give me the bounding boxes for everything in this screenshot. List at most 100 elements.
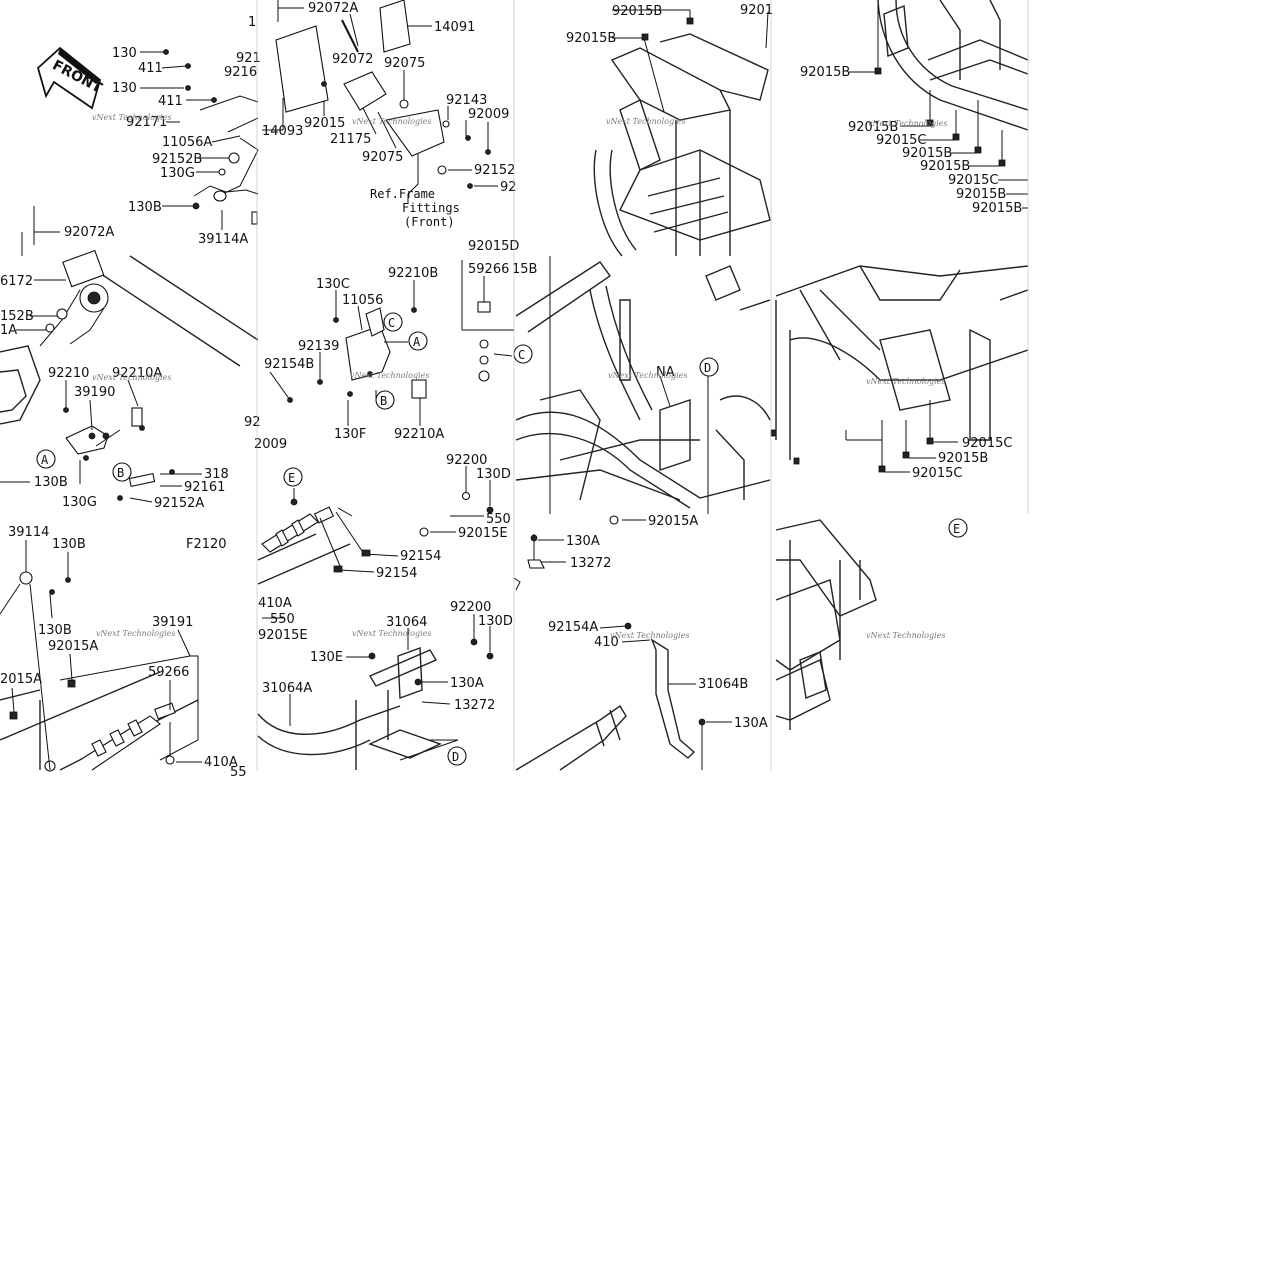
watermark: vNext Technologies (92, 113, 171, 122)
label: 550 (270, 612, 295, 627)
watermark: vNext Technologies (866, 631, 945, 640)
label: NA (656, 365, 675, 380)
label: 2015A (0, 672, 42, 687)
label: 92015B (972, 201, 1022, 216)
callout-b: B (112, 462, 132, 482)
panel-10: E D 92200 130D 550 92015E 92154 92154 41… (257, 453, 513, 770)
label: 92072A (64, 225, 114, 240)
label: 411 (158, 94, 183, 109)
label: 130A (450, 676, 484, 691)
label: 550 (486, 512, 511, 527)
label: 410 (594, 635, 619, 650)
watermark: vNext Technologies (610, 631, 689, 640)
panel-7: C D 92015D 59266 15B NA 92015A vNext Tec… (461, 239, 771, 529)
panel-6: C A B 130C 11056 92210B 92139 92154B 130… (244, 266, 444, 452)
label: 318 (204, 467, 229, 482)
label: 92200 (450, 600, 491, 615)
callout-c: C (383, 312, 403, 332)
svg-text:C: C (518, 348, 525, 362)
ref-note-line-2: Fittings (402, 201, 460, 215)
label: 130 (112, 46, 137, 61)
label: 410A (258, 596, 292, 611)
label: 39191 (152, 615, 193, 630)
label: 92139 (298, 339, 339, 354)
label: 13272 (570, 556, 611, 571)
watermark: vNext Technologies (350, 371, 429, 380)
label: 92075 (384, 56, 425, 71)
label: 39114 (8, 525, 49, 540)
callout-b: B (375, 390, 395, 410)
label: 130G (160, 166, 195, 181)
callout-e: E (948, 518, 968, 538)
label: 92154B (264, 357, 314, 372)
label: 31064B (698, 677, 748, 692)
label: 92015 (304, 116, 345, 131)
watermark: vNext Technologies (352, 629, 431, 638)
label: 92015B (800, 65, 850, 80)
panel-12: E vNext Technologies (775, 518, 968, 730)
panel-3: 92015B 92015B 9201 vNext Technologies (566, 3, 773, 257)
label: 1A (0, 323, 17, 338)
ref-note-line-3: (Front) (404, 215, 455, 229)
watermark: vNext Technologies (96, 629, 175, 638)
panel-8: 92015C 92015B 92015C vNext Technologies (770, 265, 1029, 481)
label: 92015B (566, 31, 616, 46)
label: 130E (310, 650, 343, 665)
label: 92200 (446, 453, 487, 468)
label: 130B (128, 200, 162, 215)
label: 92015B (920, 159, 970, 174)
watermark: vNext Technologies (352, 117, 431, 126)
label: 59266 (148, 665, 189, 680)
label: 921 (236, 51, 261, 66)
label: 92015B (938, 451, 988, 466)
panel-11: 130A 13272 92154A 410 31064B 130A vNext … (513, 534, 768, 771)
label: 55 (230, 765, 247, 780)
label: 92015C (962, 436, 1012, 451)
label: 92210A (394, 427, 444, 442)
tile-edges (256, 0, 1029, 771)
label: 92015A (648, 514, 698, 529)
tie-rod (261, 506, 335, 553)
svg-text:A: A (413, 335, 421, 349)
label: 92015C (876, 133, 926, 148)
label: 14093 (262, 124, 303, 139)
label: 92015B (612, 4, 662, 19)
label: 92152B (152, 152, 202, 167)
label: 92161 (184, 480, 225, 495)
label: 6172 (0, 274, 33, 289)
label: 31064A (262, 681, 312, 696)
motor-unit (39, 249, 109, 347)
svg-text:A: A (41, 453, 49, 467)
label: 92154A (548, 620, 598, 635)
label: 130D (478, 614, 513, 629)
label: 92154 (376, 566, 417, 581)
bracket-39190 (65, 407, 156, 488)
label: 92015E (258, 628, 308, 643)
label: 92015A (48, 639, 98, 654)
label: 15B (512, 262, 537, 277)
panel-4: 92015B 92015B 92015C 92015B 92015B 92015… (800, 0, 1029, 216)
label: 130F (334, 427, 366, 442)
label: 21175 (330, 132, 371, 147)
panel-5: A B 6172 152B 1A 92210 92210A 39190 130B… (0, 249, 259, 511)
tie-rod-39191 (44, 702, 176, 772)
panel-9: 39114 130B 130B 92015A 2015A 39191 59266… (0, 525, 247, 780)
label: 92015E (458, 526, 508, 541)
label: 92143 (446, 93, 487, 108)
label: 92 (500, 180, 517, 195)
label: 92072 (332, 52, 373, 67)
label: 410A (204, 755, 238, 770)
label: 31064 (386, 615, 427, 630)
label: 130B (52, 537, 86, 552)
front-arrow-icon: FRONT (36, 46, 105, 110)
svg-text:C: C (388, 316, 395, 330)
label: 130B (38, 623, 72, 638)
watermark: vNext Technologies (608, 371, 687, 380)
panel-2: 92072A 14091 92072 92075 14093 92015 211… (262, 0, 517, 229)
callout-a: A (408, 331, 428, 351)
label: 11056 (342, 293, 383, 308)
label: 130A (566, 534, 600, 549)
label: 1 (248, 15, 256, 30)
label: 59266 (468, 262, 509, 277)
label: 411 (138, 61, 163, 76)
